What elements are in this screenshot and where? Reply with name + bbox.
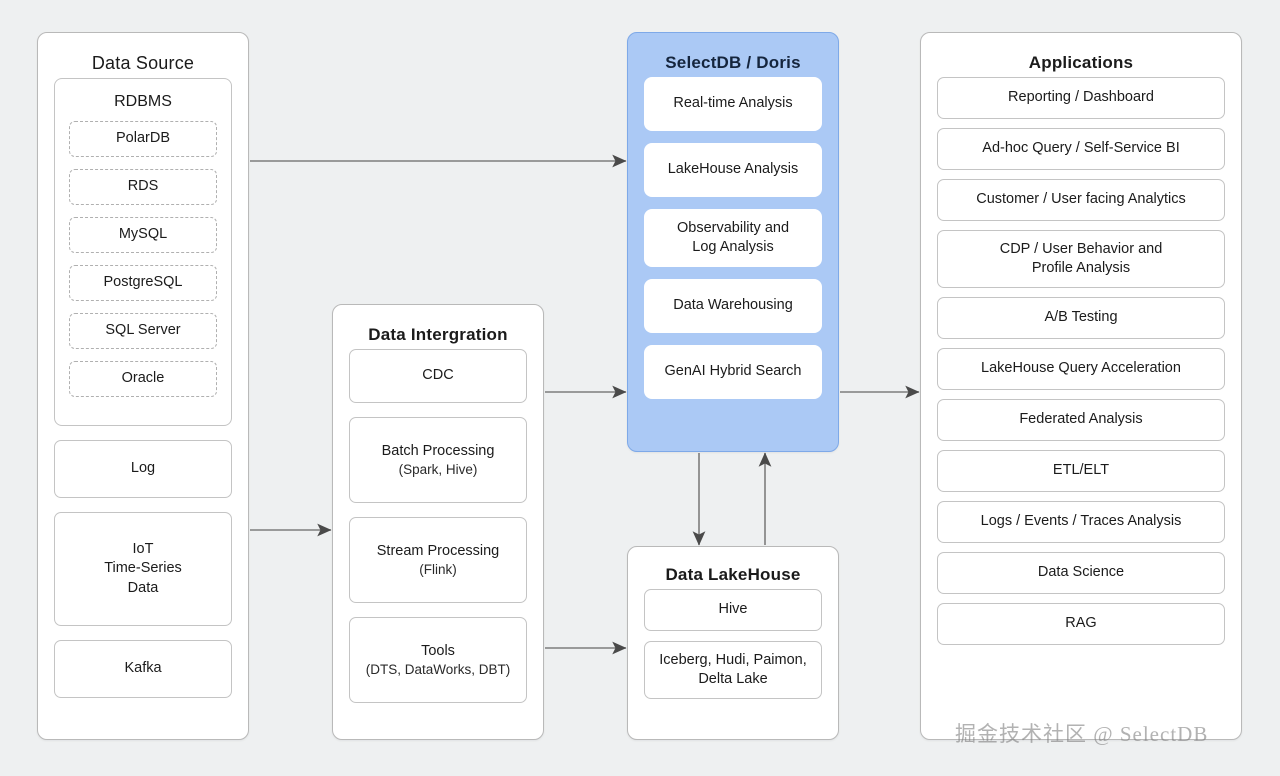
card-label-line1: Observability and <box>676 219 790 236</box>
card-label: Logs / Events / Traces Analysis <box>980 513 1182 530</box>
panel-selectdb-doris: SelectDB / Doris Real-time Analysis Lake… <box>627 32 839 452</box>
card-label: Data Science <box>1037 564 1125 581</box>
card-label: RDS <box>127 178 159 195</box>
panel-applications: Applications Reporting / Dashboard Ad-ho… <box>920 32 1242 740</box>
card-label: Oracle <box>121 370 165 387</box>
card-label: PostgreSQL <box>103 274 183 291</box>
card-reporting-dashboard[interactable]: Reporting / Dashboard <box>937 77 1225 119</box>
card-federated-analysis[interactable]: Federated Analysis <box>937 399 1225 441</box>
card-label: Real-time Analysis <box>673 95 793 112</box>
card-logs-events-traces-analysis[interactable]: Logs / Events / Traces Analysis <box>937 501 1225 543</box>
card-sublabel: (Spark, Hive) <box>398 461 478 477</box>
card-oracle[interactable]: Oracle <box>69 361 217 397</box>
card-label: CDC <box>422 367 454 384</box>
watermark: 掘金技术社区 @ SelectDB <box>955 722 1209 746</box>
card-label-line2: Time-Series <box>104 560 182 577</box>
card-label: Tools <box>421 642 455 659</box>
card-label-line2: Delta Lake <box>698 671 768 687</box>
card-sublabel: (DTS, DataWorks, DBT) <box>365 661 511 677</box>
card-genai-hybrid-search[interactable]: GenAI Hybrid Search <box>644 345 822 399</box>
card-kafka[interactable]: Kafka <box>54 640 232 698</box>
card-tools[interactable]: Tools (DTS, DataWorks, DBT) <box>349 617 527 703</box>
card-label-line2: Profile Analysis <box>1031 260 1131 276</box>
card-label-line1: IoT <box>132 541 154 558</box>
card-label: Ad-hoc Query / Self-Service BI <box>982 140 1180 157</box>
card-label: Batch Processing <box>381 442 495 459</box>
card-ab-testing[interactable]: A/B Testing <box>937 297 1225 339</box>
group-rdbms: RDBMS PolarDB RDS MySQL PostgreSQL SQL S… <box>54 78 232 426</box>
card-label: A/B Testing <box>1044 309 1118 326</box>
card-sql-server[interactable]: SQL Server <box>69 313 217 349</box>
card-hive[interactable]: Hive <box>644 589 822 631</box>
card-label: LakeHouse Query Acceleration <box>981 360 1181 377</box>
card-log[interactable]: Log <box>54 440 232 498</box>
card-ad-hoc-query-self-service-bi[interactable]: Ad-hoc Query / Self-Service BI <box>937 128 1225 170</box>
card-data-warehousing[interactable]: Data Warehousing <box>644 279 822 333</box>
card-label: Stream Processing <box>376 542 500 559</box>
card-lakehouse-query-acceleration[interactable]: LakeHouse Query Acceleration <box>937 348 1225 390</box>
panel-title-data-lakehouse: Data LakeHouse <box>665 565 801 584</box>
card-polardb[interactable]: PolarDB <box>69 121 217 157</box>
panel-title-applications: Applications <box>1028 53 1134 72</box>
panel-data-source: Data Source RDBMS PolarDB RDS MySQL Post… <box>37 32 249 740</box>
card-label: Data Warehousing <box>673 297 793 314</box>
card-label: MySQL <box>118 226 168 243</box>
panel-title-selectdb-doris: SelectDB / Doris <box>665 53 801 72</box>
card-iot-time-series-data[interactable]: IoT Time-Series Data <box>54 512 232 626</box>
card-sublabel: (Flink) <box>419 561 457 577</box>
card-mysql[interactable]: MySQL <box>69 217 217 253</box>
card-cdc[interactable]: CDC <box>349 349 527 403</box>
card-postgresql[interactable]: PostgreSQL <box>69 265 217 301</box>
card-observability-and-log-analysis[interactable]: Observability and Log Analysis <box>644 209 822 267</box>
card-label: Log <box>130 460 156 477</box>
card-lakehouse-analysis[interactable]: LakeHouse Analysis <box>644 143 822 197</box>
card-real-time-analysis[interactable]: Real-time Analysis <box>644 77 822 131</box>
card-label-line2: Log Analysis <box>692 239 774 255</box>
card-label: GenAI Hybrid Search <box>664 363 802 380</box>
panel-data-integration: Data Intergration CDC Batch Processing (… <box>332 304 544 740</box>
group-title-rdbms: RDBMS <box>114 93 172 110</box>
card-label: Hive <box>718 601 748 618</box>
card-label-line1: CDP / User Behavior and <box>999 240 1163 257</box>
card-label: Customer / User facing Analytics <box>976 191 1186 208</box>
panel-data-lakehouse: Data LakeHouse Hive Iceberg, Hudi, Paimo… <box>627 546 839 740</box>
card-label-line3: Data <box>127 579 159 596</box>
card-batch-processing[interactable]: Batch Processing (Spark, Hive) <box>349 417 527 503</box>
card-rds[interactable]: RDS <box>69 169 217 205</box>
card-label: Kafka <box>124 660 162 677</box>
card-cdp-user-behavior-profile-analysis[interactable]: CDP / User Behavior and Profile Analysis <box>937 230 1225 288</box>
card-label: SQL Server <box>105 322 181 339</box>
card-iceberg-hudi-paimon-delta-lake[interactable]: Iceberg, Hudi, Paimon, Delta Lake <box>644 641 822 699</box>
card-label: Federated Analysis <box>1019 411 1143 428</box>
card-label: PolarDB <box>116 130 170 147</box>
card-label-line1: Iceberg, Hudi, Paimon, <box>659 651 807 668</box>
card-label: ETL/ELT <box>1052 462 1110 479</box>
card-label: RAG <box>1065 615 1097 632</box>
panel-title-data-source: Data Source <box>91 53 195 73</box>
card-label: LakeHouse Analysis <box>667 161 799 178</box>
card-data-science[interactable]: Data Science <box>937 552 1225 594</box>
card-customer-user-facing-analytics[interactable]: Customer / User facing Analytics <box>937 179 1225 221</box>
panel-title-data-integration: Data Intergration <box>368 325 508 344</box>
card-stream-processing[interactable]: Stream Processing (Flink) <box>349 517 527 603</box>
card-etl-elt[interactable]: ETL/ELT <box>937 450 1225 492</box>
card-rag[interactable]: RAG <box>937 603 1225 645</box>
card-label: Reporting / Dashboard <box>1008 89 1154 106</box>
